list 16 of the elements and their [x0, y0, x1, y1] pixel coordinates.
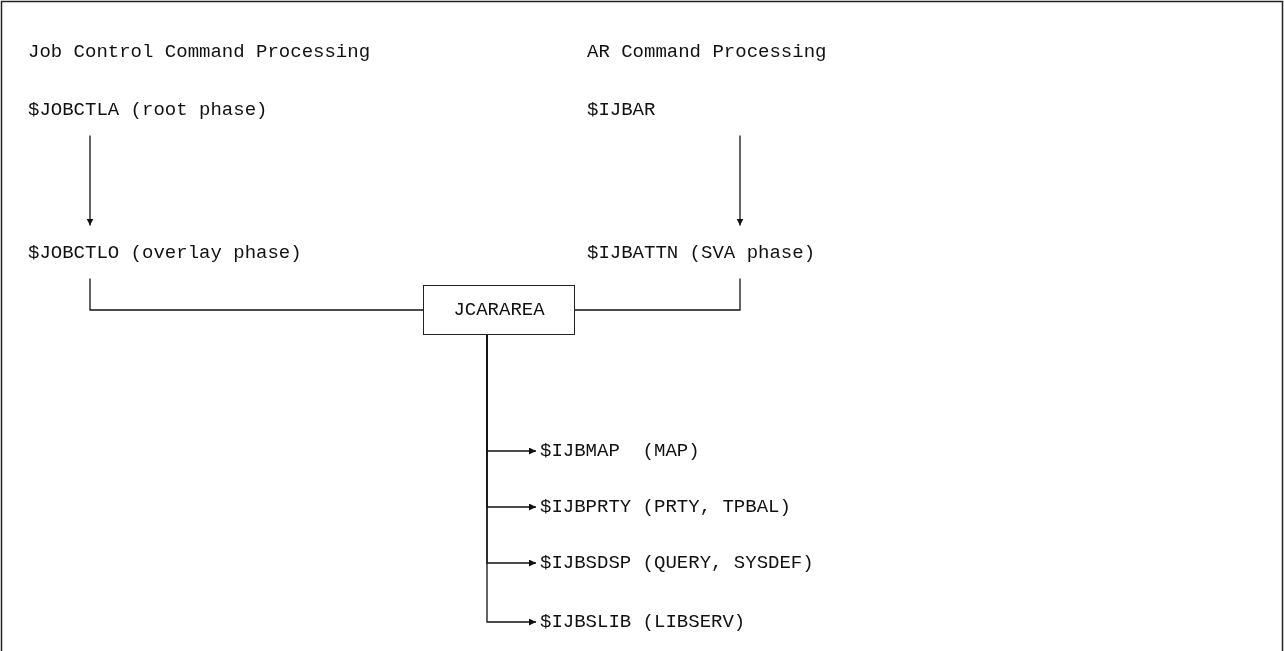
connector-line — [574, 277, 741, 311]
phase-name: $IJBSDSP (QUERY, SYSDEF) — [540, 551, 814, 575]
data-area-box: JCARAREA — [423, 285, 575, 335]
connector-line — [89, 277, 424, 311]
phase-name: $JOBCTLA (root phase) — [28, 98, 268, 122]
heading-text: AR Command Processing — [587, 40, 827, 64]
phase-name: $IJBSLIB (LIBSERV) — [540, 610, 746, 634]
phase-name: $JOBCTLO (overlay phase) — [28, 241, 302, 265]
arrow — [736, 134, 744, 227]
phase-name: $IJBAR — [587, 98, 656, 122]
heading-text: Job Control Command Processing — [28, 40, 371, 64]
arrow — [486, 334, 537, 626]
arrow — [86, 134, 94, 227]
phase-name: $IJBATTN (SVA phase) — [587, 241, 816, 265]
phase-name: $IJBPRTY (PRTY, TPBAL) — [540, 495, 791, 519]
phase-name: $IJBMAP (MAP) — [540, 439, 700, 463]
